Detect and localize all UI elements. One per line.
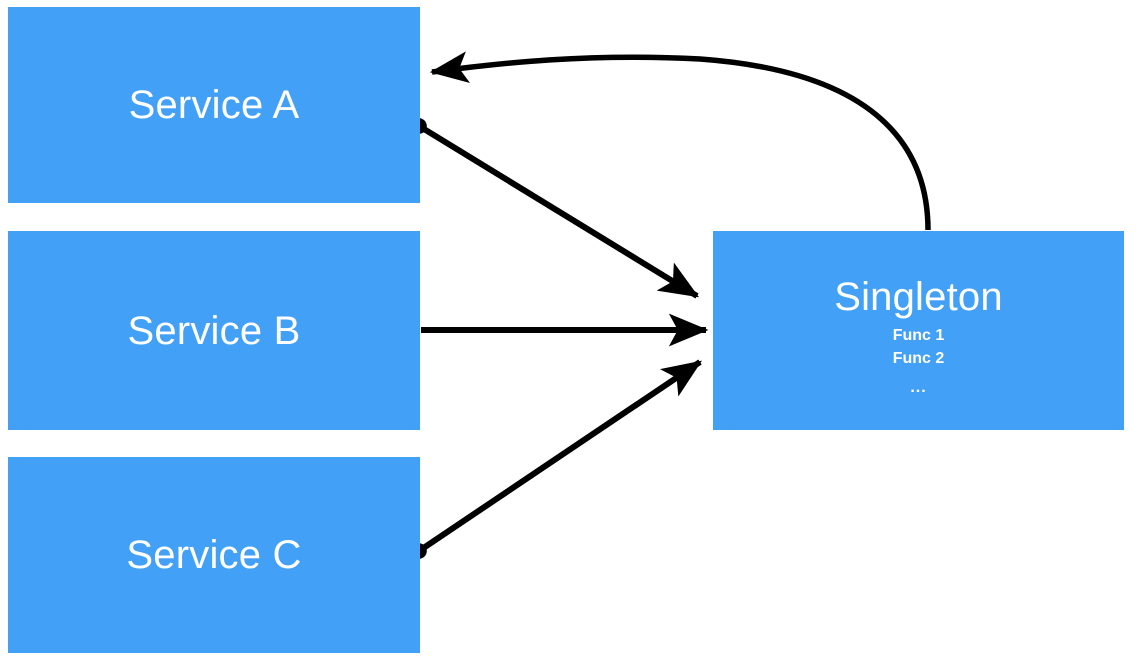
node-service-b[interactable]: Service B	[8, 231, 420, 430]
node-singleton-label: Singleton	[834, 275, 1003, 319]
node-service-c[interactable]: Service C	[8, 457, 420, 653]
node-service-a[interactable]: Service A	[8, 7, 420, 203]
node-singleton[interactable]: Singleton Func 1 Func 2 ...	[713, 231, 1124, 430]
node-singleton-member-func-2: Func 2	[892, 350, 945, 368]
edge-singleton-to-service-a	[429, 51, 931, 231]
node-singleton-members: Func 1 Func 2 ...	[893, 324, 945, 400]
node-service-b-label: Service B	[127, 308, 301, 353]
edge-service-a-to-singleton	[411, 118, 700, 299]
edge-service-c-to-singleton	[411, 359, 702, 559]
node-service-a-label: Service A	[128, 83, 300, 127]
node-singleton-member-func-1: Func 1	[892, 327, 945, 344]
node-service-c-label: Service C	[126, 533, 302, 577]
node-singleton-member-ellipsis: ...	[910, 379, 927, 397]
